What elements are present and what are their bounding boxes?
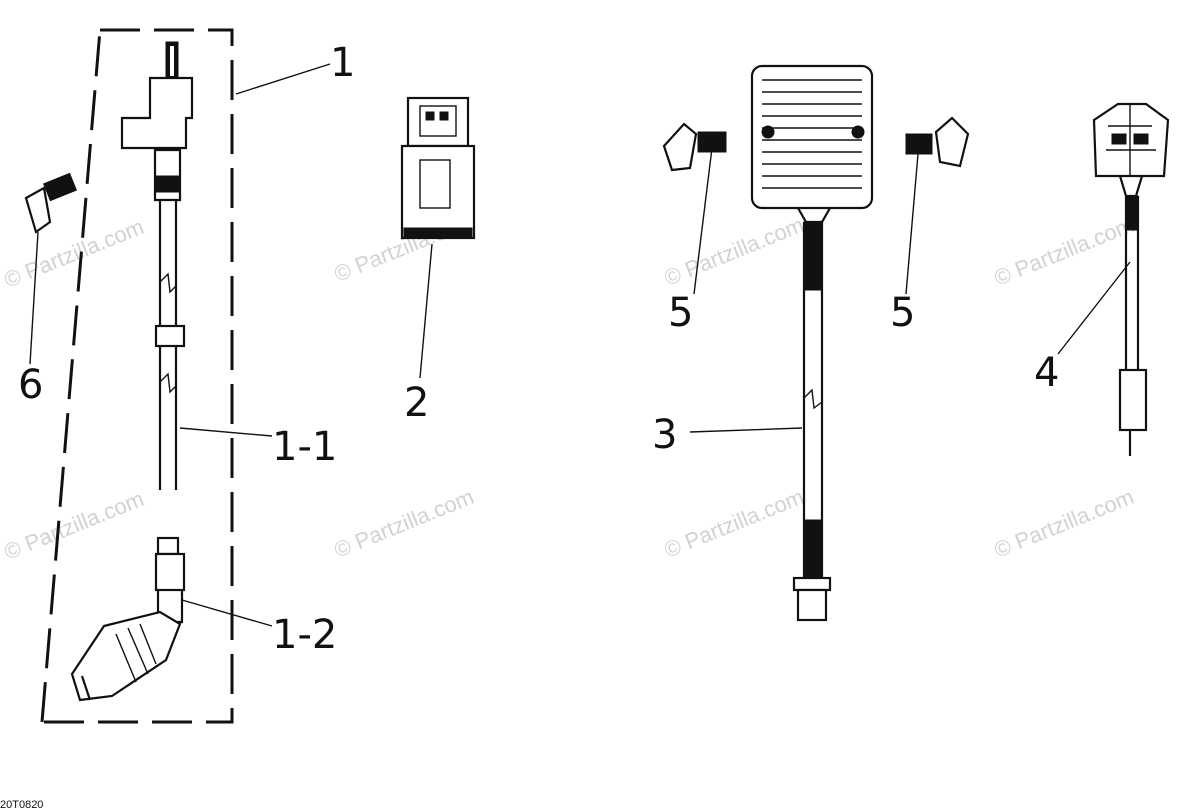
part-2-relay[interactable] (400, 96, 476, 240)
watermark: © Partzilla.com (991, 484, 1138, 563)
part-1-ignition-coil[interactable] (120, 41, 194, 490)
watermark: © Partzilla.com (991, 212, 1138, 291)
part-5-screw-left[interactable] (662, 122, 727, 172)
callout-4: 4 (1034, 350, 1059, 396)
leader-lines (29, 63, 1131, 627)
part-4-connector[interactable] (1092, 102, 1170, 456)
callout-5-left: 5 (668, 290, 693, 336)
diagram-code: 20T0820 (0, 799, 43, 811)
assembly-1-group (40, 28, 234, 724)
part-1-2-plug-cap[interactable] (70, 536, 186, 702)
part-3-regulator[interactable] (750, 64, 874, 622)
callout-1: 1 (330, 40, 355, 86)
callout-2: 2 (404, 380, 429, 426)
callouts: 1 1-1 1-2 2 3 4 5 5 6 (18, 40, 1059, 658)
callout-3: 3 (652, 412, 677, 458)
watermark: © Partzilla.com (1, 486, 148, 565)
callout-1-2: 1-2 (272, 612, 337, 658)
watermark: © Partzilla.com (661, 212, 808, 291)
watermark: © Partzilla.com (331, 484, 478, 563)
watermarks: © Partzilla.com © Partzilla.com © Partzi… (1, 208, 1138, 565)
part-6-screw[interactable] (24, 172, 78, 234)
callout-6: 6 (18, 362, 43, 408)
watermark: © Partzilla.com (1, 214, 148, 293)
callout-5-right: 5 (890, 290, 915, 336)
watermark: © Partzilla.com (661, 484, 808, 563)
part-5-screw-right[interactable] (905, 116, 970, 168)
callout-1-1: 1-1 (272, 424, 337, 470)
